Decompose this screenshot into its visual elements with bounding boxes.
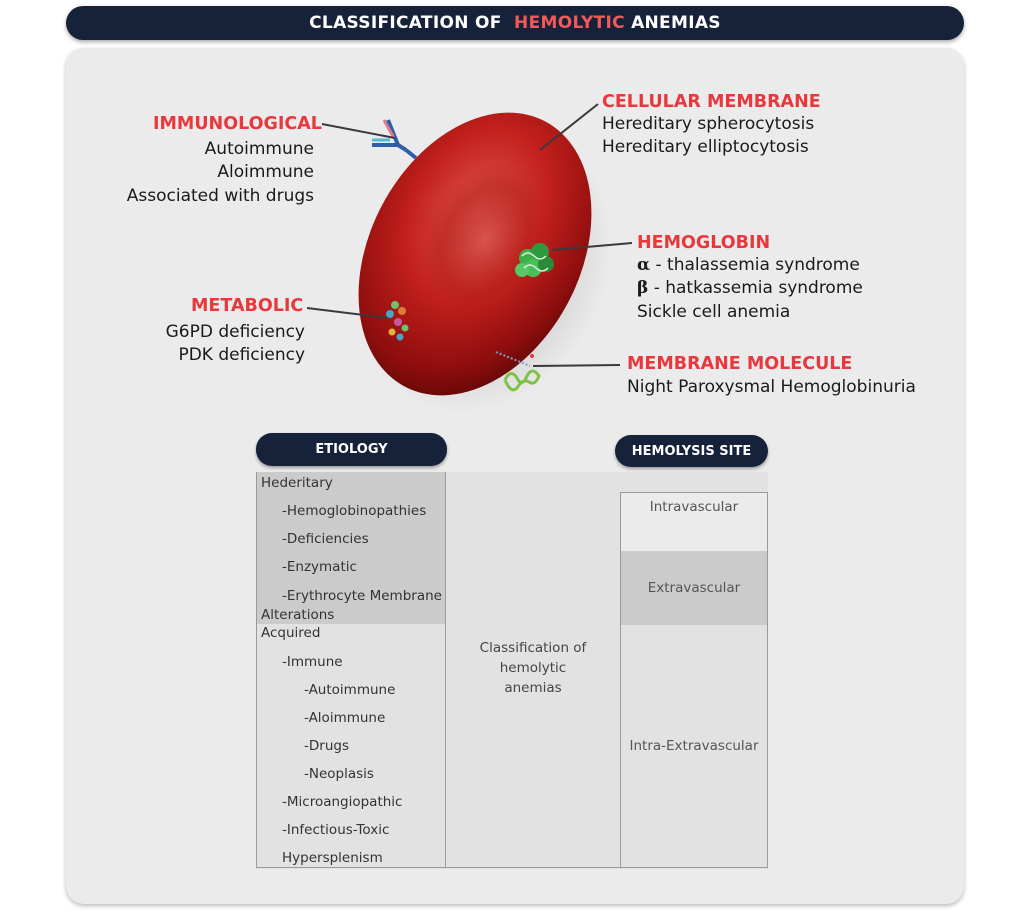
list-item: -Microangiopathic <box>282 794 403 810</box>
metabolic-label: METABOLIC <box>191 296 304 316</box>
hemolysis-site-header: HEMOLYSIS SITE <box>615 435 768 467</box>
hemoglobin-connector <box>551 242 633 251</box>
metabolic-connector <box>306 307 389 319</box>
enzyme-molecule-icon <box>386 301 409 341</box>
list-item: Alterations <box>261 607 335 623</box>
list-item: Autoimmune <box>204 139 314 159</box>
list-item: Hereditary spherocytosis <box>602 114 815 134</box>
center-column: Classification of hemolytic anemias <box>446 472 620 868</box>
site-label: Extravascular <box>647 580 741 596</box>
center-label-line2: anemias <box>504 680 562 696</box>
center-label-line1: Classification of hemolytic <box>479 640 587 676</box>
cellular-membrane-label: CELLULAR MEMBRANE <box>602 92 821 112</box>
membrane-molecule-icon <box>495 351 541 392</box>
list-item: -Immune <box>282 654 343 670</box>
membrane-molecule-list: Night Paroxysmal Hemoglobinuria <box>627 376 916 399</box>
list-item: PDK deficiency <box>178 345 305 366</box>
site-label: Intravascular <box>649 499 739 515</box>
list-item: -Neoplasis <box>304 766 374 782</box>
list-item: α - thalassemia syndrome <box>637 255 860 275</box>
title-bar: CLASSIFICATION OF HEMOLYTIC ANEMIAS <box>66 6 964 40</box>
list-item: Hederitary <box>261 475 333 491</box>
beta-symbol: β <box>637 278 649 299</box>
hereditary-block <box>257 472 445 624</box>
list-item: Aloimmune <box>217 162 314 183</box>
title-part1: CLASSIFICATION OF <box>309 13 502 33</box>
list-item: Acquired <box>261 625 321 641</box>
site-label: Intra-Extravascular <box>629 738 759 754</box>
list-item: -Enzymatic <box>282 559 357 575</box>
rbc-dimple <box>421 164 549 316</box>
list-item: β - hatkassemia syndrome <box>637 278 863 299</box>
list-item: Hypersplenism <box>282 850 383 866</box>
immunological-list: Autoimmune Aloimmune Associated with dru… <box>127 138 314 208</box>
list-item: -Autoimmune <box>304 682 396 698</box>
immunological-label: IMMUNOLOGICAL <box>153 114 322 134</box>
hemoglobin-molecule-icon <box>515 243 554 277</box>
site-cell-extravascular: Extravascular <box>621 551 767 625</box>
list-item: -Deficiencies <box>282 531 369 547</box>
metabolic-list: G6PD deficiency PDK deficiency <box>166 321 305 368</box>
list-item: -Hemoglobinopathies <box>282 503 427 519</box>
cellular-membrane-connector <box>539 103 599 151</box>
etiology-header: ETIOLOGY <box>256 433 447 466</box>
antibody-icon <box>372 119 418 160</box>
list-item: -Aloimmune <box>304 710 386 726</box>
site-cell-intra-extravascular: Intra-Extravascular <box>621 625 767 867</box>
title-highlight: HEMOLYTIC <box>514 13 625 33</box>
membrane-molecule-connector <box>532 364 621 367</box>
center-label: Classification of hemolytic anemias <box>446 638 620 698</box>
immunological-connector <box>321 123 396 139</box>
list-item: G6PD deficiency <box>165 322 305 342</box>
hemoglobin-list: α - thalassemia syndrome β - hatkassemia… <box>637 254 863 324</box>
etiology-column: Hederitary -Hemoglobinopathies -Deficien… <box>256 472 446 868</box>
list-item: -Infectious-Toxic <box>282 822 390 838</box>
title-part2: ANEMIAS <box>631 13 721 33</box>
hemolysis-site-column: Intravascular Extravascular Intra-Extrav… <box>620 492 768 868</box>
site-cell-intravascular: Intravascular <box>621 493 767 551</box>
hemoglobin-label: HEMOGLOBIN <box>637 233 771 253</box>
classification-table: Hederitary -Hemoglobinopathies -Deficien… <box>256 472 768 869</box>
list-item: -Drugs <box>304 738 349 754</box>
list-item: Night Paroxysmal Hemoglobinuria <box>627 377 916 397</box>
list-item: Sickle cell anemia <box>637 301 791 322</box>
list-item: Associated with drugs <box>126 185 314 206</box>
membrane-molecule-label: MEMBRANE MOLECULE <box>627 354 853 374</box>
list-item: Hereditary elliptocytosis <box>602 137 809 158</box>
cellular-membrane-list: Hereditary spherocytosis Hereditary elli… <box>602 113 814 160</box>
list-item: -Erythrocyte Membrane <box>282 588 442 604</box>
alpha-symbol: α <box>637 255 651 275</box>
